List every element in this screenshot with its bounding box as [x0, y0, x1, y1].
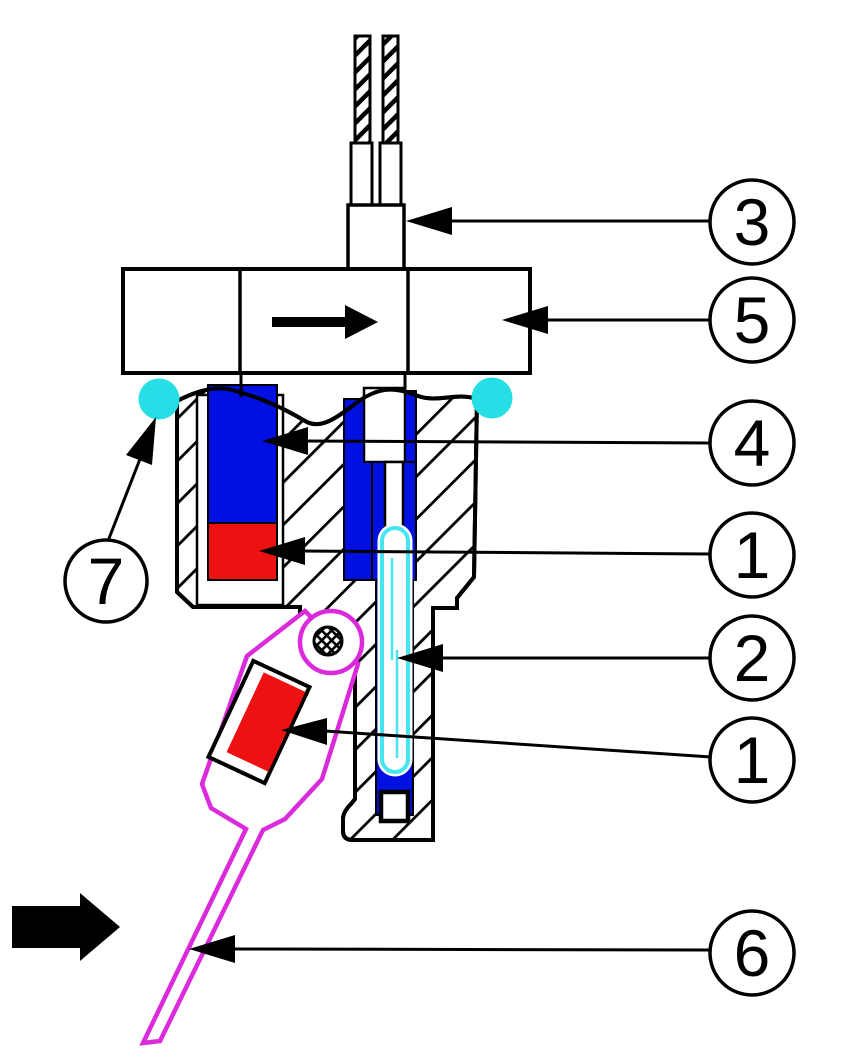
callout-1-upper-label: 1	[734, 518, 771, 592]
center-slot-cavity	[362, 386, 407, 464]
callout-1-lower-circle	[708, 716, 796, 804]
callout-4-label: 4	[734, 406, 771, 480]
callout-6: 6	[708, 909, 796, 997]
reed-switch-capsule	[380, 526, 410, 774]
cable-gland-connector	[346, 203, 406, 272]
paddle-lever-assembly	[139, 608, 365, 1046]
bobbin-blue-right	[404, 390, 417, 465]
mounting-block	[121, 267, 532, 397]
arrowhead-3	[406, 207, 452, 235]
arrowhead-1-upper	[259, 537, 305, 565]
callout-5: 5	[708, 276, 796, 364]
callout-1-lower: 1	[708, 716, 796, 804]
arrowhead-1-lower	[281, 718, 327, 745]
reed-lead-slot	[383, 460, 405, 532]
leader-4	[305, 439, 712, 445]
leader-arrowheads	[126, 207, 548, 963]
leader-lines	[106, 219, 712, 952]
body-outline	[175, 386, 480, 842]
callout-2-label: 2	[734, 621, 771, 695]
cable-wires	[346, 34, 406, 272]
arrowhead-2	[397, 644, 443, 672]
callout-3-label: 3	[734, 185, 771, 259]
callout-6-circle	[708, 909, 796, 997]
leader-7	[106, 458, 142, 542]
callout-7-label: 7	[88, 544, 125, 618]
leader-1-upper	[302, 549, 712, 556]
callout-1-upper: 1	[708, 511, 796, 599]
leader-6	[232, 947, 712, 952]
wire-sleeve-left	[349, 141, 374, 207]
callout-1-lower-label: 1	[734, 723, 771, 797]
o-ring-left	[138, 378, 180, 420]
wire-sleeve-right	[378, 141, 403, 207]
callout-1-upper-circle	[708, 511, 796, 599]
callout-7: 7	[63, 538, 149, 624]
leader-1-lower	[324, 729, 712, 759]
callout-5-circle	[708, 276, 796, 364]
callout-2: 2	[708, 614, 796, 702]
arrowhead-6	[189, 935, 235, 963]
inlet-flow-arrow-icon	[12, 893, 120, 961]
pivot-pin	[312, 625, 344, 657]
tube-end-plug	[378, 789, 411, 824]
callout-6-label: 6	[734, 916, 771, 990]
callout-3-circle	[708, 178, 796, 266]
o-ring-right	[471, 377, 513, 419]
flow-direction-arrow-icon	[272, 305, 378, 339]
wire-left	[353, 34, 372, 145]
arrowhead-5	[502, 306, 548, 334]
callout-4-circle	[708, 399, 796, 487]
arrowhead-7	[126, 417, 156, 465]
wire-right	[381, 34, 400, 145]
magnet-red-lever	[226, 672, 306, 772]
arrowhead-4	[262, 427, 308, 455]
callout-7-circle	[63, 538, 149, 624]
callout-5-label: 5	[734, 283, 771, 357]
callout-2-circle	[708, 614, 796, 702]
callout-3: 3	[708, 178, 796, 266]
coil-blue	[207, 384, 278, 524]
callout-4: 4	[708, 399, 796, 487]
